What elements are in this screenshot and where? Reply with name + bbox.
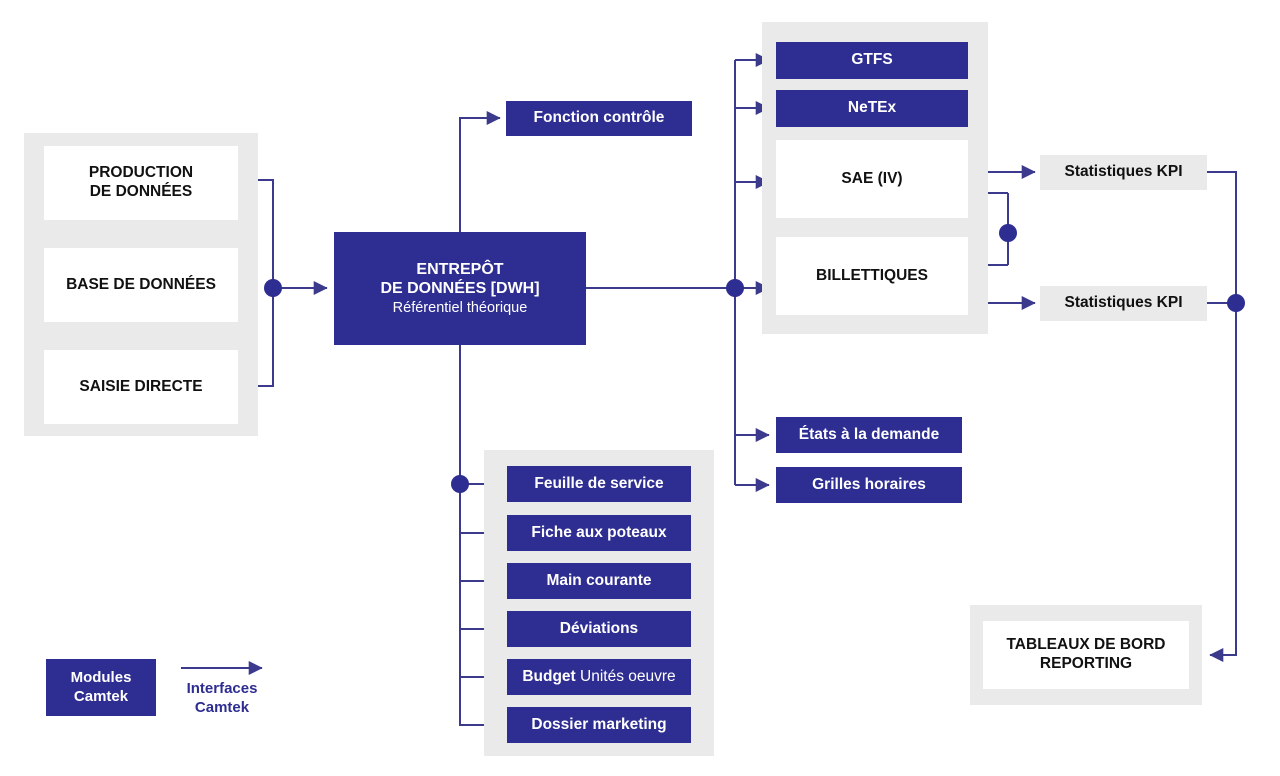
legend-modules-swatch: Modules Camtek	[46, 659, 156, 716]
wire-kpi1-to-dashboard	[1207, 171, 1237, 662]
module-box-feuille-de-service[interactable]: Feuille de service	[507, 466, 691, 502]
legend-interfaces-line2: Camtek	[194, 698, 250, 716]
export-box-gtfs[interactable]: GTFS	[776, 42, 968, 79]
module-budget-light: Unités oeuvre	[580, 667, 676, 685]
junction-dot-dashboard	[1227, 294, 1245, 312]
dashboard-line2: REPORTING	[1039, 655, 1133, 672]
export-box-netex[interactable]: NeTEx	[776, 90, 968, 127]
control-function-box[interactable]: Fonction contrôle	[506, 101, 692, 136]
junction-dot-modules	[451, 475, 469, 493]
module-box-fiche-aux-poteaux[interactable]: Fiche aux poteaux	[507, 515, 691, 551]
report-box-grilles[interactable]: Grilles horaires	[776, 467, 962, 503]
module-box-budget-unites-oeuvre[interactable]: Budget Unités oeuvre	[507, 659, 691, 695]
junction-dot-sources	[264, 279, 282, 297]
dashboard-line1: TABLEAUX DE BORD	[1006, 636, 1166, 654]
kpi-box-1[interactable]: Statistiques KPI	[1040, 155, 1207, 190]
warehouse-box[interactable]: ENTREPÔT DE DONNÉES [DWH] Référentiel th…	[334, 232, 586, 345]
warehouse-title-line1: ENTREPÔT	[416, 260, 504, 278]
junction-dot-exports	[726, 279, 744, 297]
report-box-etats[interactable]: États à la demande	[776, 417, 962, 453]
source-box-production[interactable]: PRODUCTION DE DONNÉES	[44, 146, 238, 220]
source-box-database[interactable]: BASE DE DONNÉES	[44, 248, 238, 322]
legend-modules-line2: Camtek	[73, 687, 129, 705]
warehouse-subtitle: Référentiel théorique	[392, 299, 528, 316]
source-box-direct-entry[interactable]: SAISIE DIRECTE	[44, 350, 238, 424]
kpi-box-2[interactable]: Statistiques KPI	[1040, 286, 1207, 321]
source-production-line2: DE DONNÉES	[89, 183, 193, 200]
module-box-deviations[interactable]: Déviations	[507, 611, 691, 647]
wire-dwh-to-control	[459, 111, 501, 237]
legend-interfaces-line1: Interfaces	[186, 680, 258, 697]
legend-modules-line1: Modules	[70, 668, 132, 686]
module-budget-bold: Budget	[522, 667, 581, 685]
dashboard-box[interactable]: TABLEAUX DE BORD REPORTING	[983, 621, 1189, 689]
wire-sources-bus	[258, 179, 274, 387]
module-box-main-courante[interactable]: Main courante	[507, 563, 691, 599]
module-box-dossier-marketing[interactable]: Dossier marketing	[507, 707, 691, 743]
export-box-billettiques[interactable]: BILLETTIQUES	[776, 237, 968, 315]
junction-dot-feedback	[999, 224, 1017, 242]
legend-interfaces-label: Interfaces Camtek	[168, 680, 276, 718]
export-box-sae[interactable]: SAE (IV)	[776, 140, 968, 218]
source-production-line1: PRODUCTION	[88, 164, 194, 182]
warehouse-title-line2: DE DONNÉES [DWH]	[380, 280, 540, 298]
